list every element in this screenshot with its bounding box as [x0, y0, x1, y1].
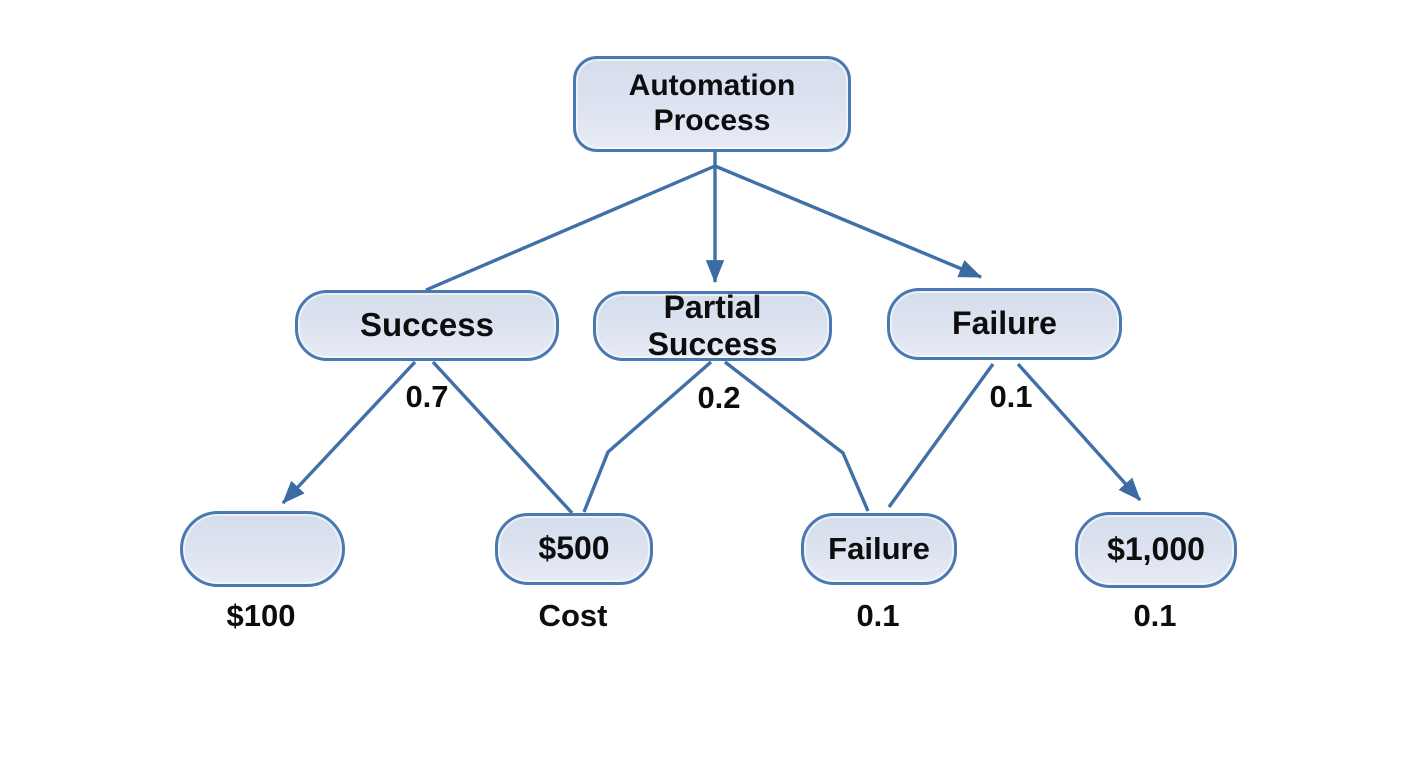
probability-label-failure: 0.1	[989, 379, 1033, 414]
node-automation-process: Automation Process	[573, 56, 851, 152]
node-success-label: Success	[360, 306, 494, 344]
caption-outcome-failure: 0.1	[856, 598, 900, 633]
node-failure-label: Failure	[952, 305, 1057, 342]
caption-outcome-1000: 0.1	[1133, 598, 1177, 633]
node-outcome-500: $500	[495, 513, 653, 585]
node-partial-success-label: Partial Success	[647, 288, 778, 362]
node-success: Success	[295, 290, 559, 361]
node-automation-process-label: Automation Process	[628, 69, 796, 137]
probability-label-partial-success: 0.2	[697, 380, 741, 415]
caption-outcome-blank: $100	[226, 598, 296, 633]
node-outcome-500-label: $500	[538, 530, 610, 567]
node-outcome-blank	[180, 511, 345, 587]
edge-partial-failure	[723, 360, 870, 512]
edge-failure-1000	[1016, 362, 1142, 502]
node-failure: Failure	[887, 288, 1122, 360]
edge-success-blank	[281, 360, 417, 505]
edge-root-success	[425, 164, 716, 292]
edge-failure-failure	[887, 363, 995, 508]
edge-success-500	[431, 360, 574, 515]
node-outcome-1000: $1,000	[1075, 512, 1237, 588]
edge-root-failure	[714, 164, 983, 279]
node-outcome-failure-label: Failure	[828, 531, 930, 567]
probability-label-success: 0.7	[405, 379, 449, 414]
node-outcome-1000-label: $1,000	[1107, 531, 1205, 568]
node-partial-success: Partial Success	[593, 288, 832, 362]
node-outcome-failure: Failure	[801, 513, 957, 585]
caption-outcome-500: Cost	[538, 598, 608, 633]
edge-partial-500	[582, 360, 713, 513]
